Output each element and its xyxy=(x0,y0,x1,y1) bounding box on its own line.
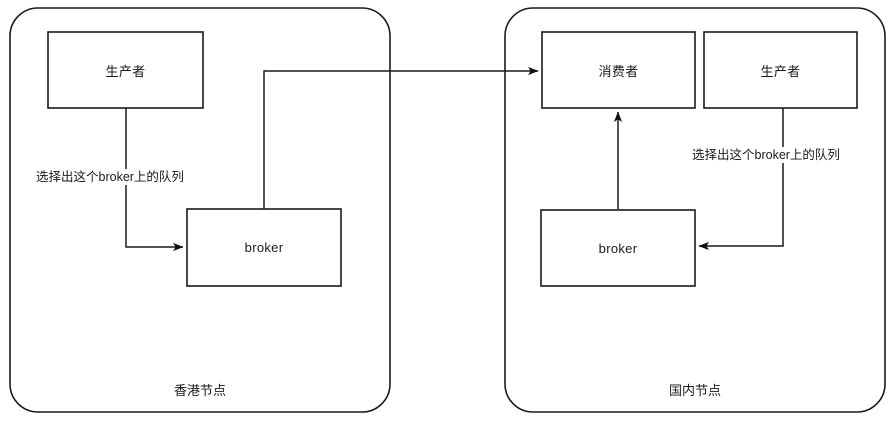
node-box-cn-producer[interactable] xyxy=(703,31,858,109)
edge-label-hk-producer-to-broker: 选择出这个broker上的队列 xyxy=(35,169,185,185)
node-box-cn-broker[interactable] xyxy=(540,209,696,287)
group-cn-node-boundary xyxy=(504,7,886,413)
group-label-hk-node: 香港节点 xyxy=(173,383,226,398)
node-box-hk-producer[interactable] xyxy=(47,31,204,109)
node-box-cn-consumer[interactable] xyxy=(541,31,696,109)
edge-hk-broker-to-cn-consumer xyxy=(263,66,539,209)
edge-cn-producer-to-broker xyxy=(698,108,784,251)
group-hk-node-boundary xyxy=(9,7,391,413)
edge-label-cn-producer-to-broker: 选择出这个broker上的队列 xyxy=(691,147,841,163)
node-box-hk-broker[interactable] xyxy=(186,208,342,287)
edge-hk-producer-to-broker xyxy=(125,108,184,252)
group-label-cn-node: 国内节点 xyxy=(668,383,721,398)
